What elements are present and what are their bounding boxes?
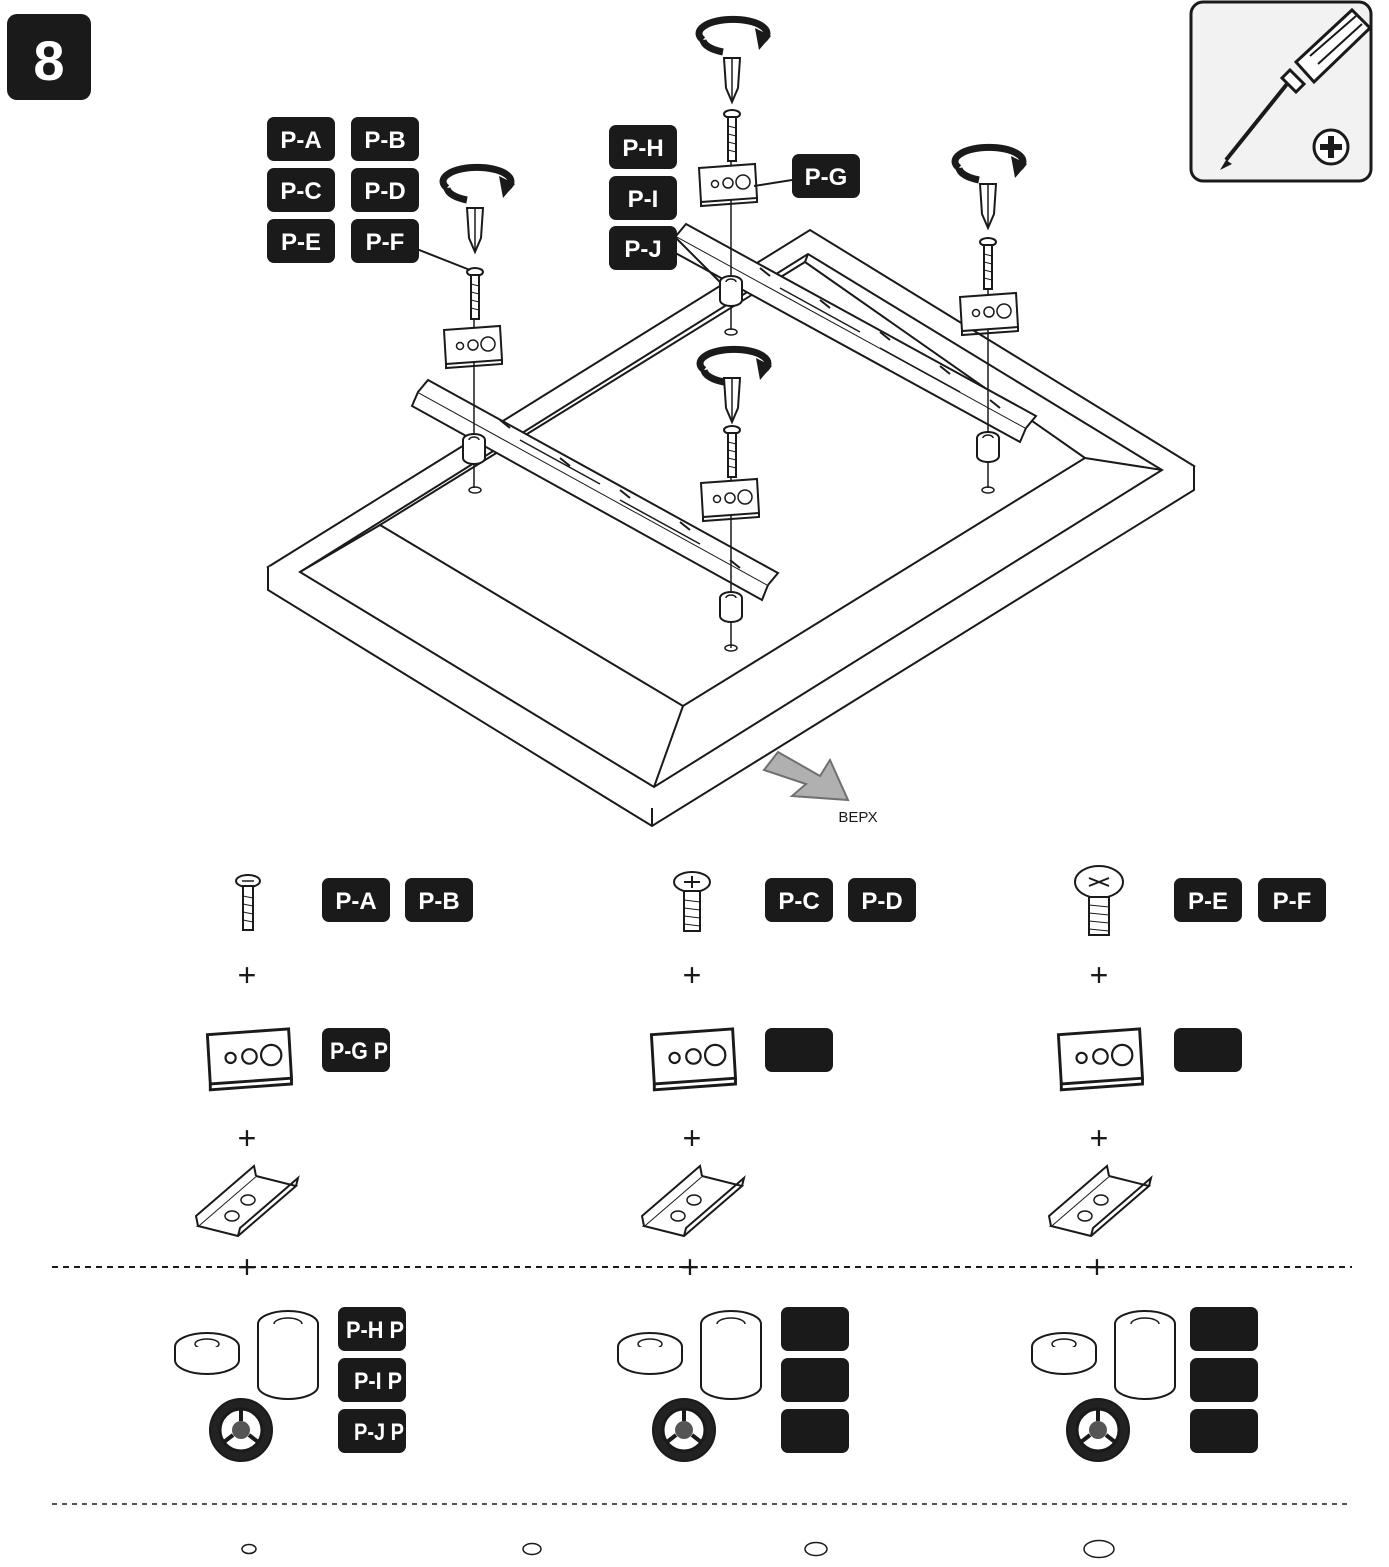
legend-label: P-F <box>1258 878 1326 922</box>
callout-label: P-J <box>609 226 677 270</box>
legend-spacer-set <box>174 1310 319 1462</box>
up-direction-arrow <box>762 750 850 802</box>
svg-text:P-D: P-D <box>861 888 902 915</box>
assembly-stack-lower-center <box>700 349 772 652</box>
legend-bracket-segment <box>195 1165 299 1237</box>
svg-text:P-H P: P-H P <box>346 1317 404 1344</box>
legend-label: P-E <box>1174 878 1242 922</box>
legend-label <box>1174 1028 1242 1072</box>
legend-washer-plate <box>1056 1027 1144 1092</box>
plus-sign: + <box>1088 1249 1107 1285</box>
legend-label: P-A <box>322 878 390 922</box>
callout-label: P-A <box>267 117 335 161</box>
plus-sign: + <box>238 1249 257 1285</box>
svg-text:P-I: P-I <box>628 186 659 213</box>
svg-text:P-E: P-E <box>281 229 321 256</box>
plus-sign: + <box>238 957 257 993</box>
plus-sign: + <box>1090 957 1109 993</box>
svg-text:P-J P: P-J P <box>354 1419 404 1446</box>
callout-label: P-I <box>609 176 677 220</box>
step-badge: 8 <box>7 14 91 100</box>
hole-size-marker <box>241 1543 257 1555</box>
legend-spacer-set <box>1031 1310 1176 1462</box>
legend-washer-plate <box>649 1027 737 1092</box>
left-mounting-rail <box>410 378 780 602</box>
assembly-stack-top-center <box>699 19 771 336</box>
plus-sign: + <box>238 1120 257 1156</box>
callout-label: P-D <box>351 168 419 212</box>
svg-text:P-C: P-C <box>778 888 819 915</box>
phillips-screwdriver-icon <box>1220 7 1373 170</box>
svg-text:P-F: P-F <box>366 229 405 256</box>
callout-label: P-F <box>351 219 419 263</box>
left-part-callouts: P-A P-B P-C P-D P-E P-F <box>267 117 471 271</box>
svg-text:P-E: P-E <box>1188 888 1228 915</box>
center-part-callouts: P-H P-I P-J P-G <box>609 125 860 283</box>
legend-label <box>1190 1307 1258 1351</box>
legend-label: P-H P <box>338 1307 406 1351</box>
hole-size-marker <box>522 1542 542 1556</box>
svg-text:P-G: P-G <box>805 164 848 191</box>
callout-label: P-B <box>351 117 419 161</box>
legend-label: P-G P <box>322 1028 390 1072</box>
callout-label: P-E <box>267 219 335 263</box>
assembly-stack-left <box>443 167 515 494</box>
plus-sign: + <box>681 1249 700 1285</box>
svg-text:P-G P: P-G P <box>330 1038 388 1065</box>
legend-label: P-J P <box>338 1409 406 1453</box>
legend-bracket-segment <box>641 1165 745 1237</box>
plus-sign: + <box>683 957 702 993</box>
parts-legend: P-A P-B P-C P-D P-E P-F + + + P-G P + + … <box>52 865 1352 1559</box>
legend-label <box>1190 1358 1258 1402</box>
legend-label <box>765 1028 833 1072</box>
legend-bracket-segment <box>1048 1165 1152 1237</box>
svg-text:P-C: P-C <box>280 178 321 205</box>
step-number: 8 <box>33 29 64 92</box>
svg-text:P-A: P-A <box>280 127 321 154</box>
legend-washer-plate <box>205 1027 293 1092</box>
svg-text:P-D: P-D <box>364 178 405 205</box>
legend-label <box>1190 1409 1258 1453</box>
legend-label <box>781 1307 849 1351</box>
legend-screw-large <box>1074 865 1124 936</box>
plus-sign: + <box>683 1120 702 1156</box>
svg-text:P-B: P-B <box>364 127 405 154</box>
assembly-stack-right <box>955 147 1027 494</box>
legend-label: P-D <box>848 878 916 922</box>
direction-label: ВЕРХ <box>838 809 877 826</box>
legend-screw-small <box>235 874 261 931</box>
svg-text:P-A: P-A <box>335 888 376 915</box>
legend-spacer-set <box>617 1310 762 1462</box>
callout-label: P-C <box>267 168 335 212</box>
callout-label-washer: P-G <box>792 154 860 198</box>
legend-label: P-I P <box>338 1358 406 1402</box>
svg-text:P-J: P-J <box>624 236 661 263</box>
hole-size-marker <box>804 1541 828 1557</box>
callout-label: P-H <box>609 125 677 169</box>
svg-text:P-I P: P-I P <box>354 1368 402 1395</box>
svg-text:P-H: P-H <box>622 135 663 162</box>
legend-screw-medium <box>673 871 711 932</box>
legend-label: P-C <box>765 878 833 922</box>
tool-box <box>1189 0 1373 183</box>
plus-sign: + <box>1090 1120 1109 1156</box>
legend-label: P-B <box>405 878 473 922</box>
hole-size-marker <box>1083 1539 1115 1559</box>
legend-label <box>781 1409 849 1453</box>
legend-label <box>781 1358 849 1402</box>
svg-text:P-F: P-F <box>1273 888 1312 915</box>
svg-text:P-B: P-B <box>418 888 459 915</box>
